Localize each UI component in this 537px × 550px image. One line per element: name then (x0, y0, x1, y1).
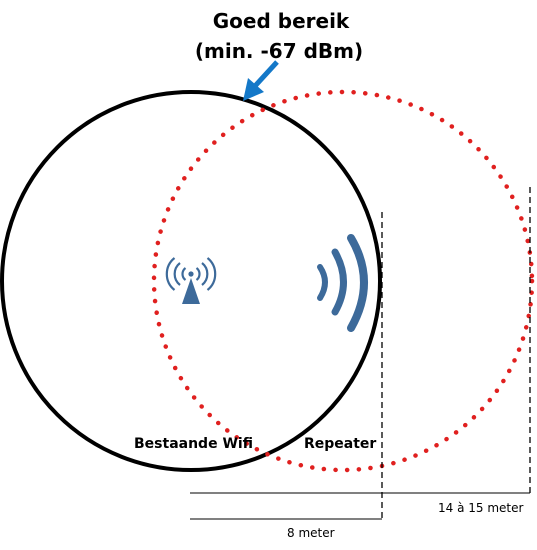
signal-waves-icon (317, 234, 368, 332)
arrow-icon (243, 60, 279, 101)
repeater-label: Repeater (304, 436, 376, 452)
extended-range-label: 14 à 15 meter (438, 501, 523, 515)
existing-wifi-range-circle (0, 90, 382, 472)
existing-wifi-label: Bestaande Wifi (134, 436, 253, 452)
coverage-annotation-line1: Goed bereik (213, 9, 350, 33)
wifi-router-icon (165, 257, 217, 304)
coverage-annotation-line2: (min. -67 dBm) (195, 39, 363, 63)
repeater-distance-label: 8 meter (287, 526, 335, 540)
repeater-range-circle (151, 89, 535, 473)
